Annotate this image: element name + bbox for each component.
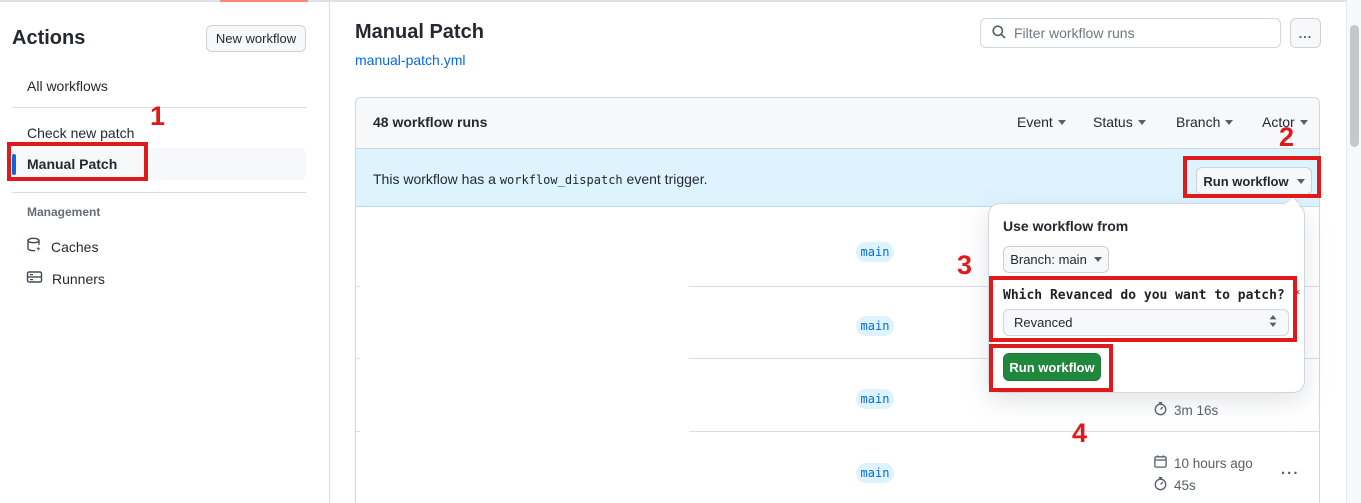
sidebar-divider bbox=[12, 192, 306, 193]
branch-badge[interactable]: main bbox=[856, 463, 894, 483]
revanced-select[interactable]: Revanced bbox=[1003, 309, 1289, 336]
run-options-kebab-button[interactable]: ... bbox=[1281, 461, 1300, 478]
run-duration: 45s bbox=[1153, 476, 1196, 494]
chevron-down-icon bbox=[1137, 119, 1146, 125]
window-top-border bbox=[0, 0, 1361, 2]
run-workflow-submit-button[interactable]: Run workflow bbox=[1003, 353, 1101, 381]
vertical-scrollbar-thumb[interactable] bbox=[1350, 25, 1359, 147]
sidebar-item-caches[interactable]: Caches bbox=[26, 237, 98, 256]
chevron-down-icon bbox=[1296, 178, 1305, 184]
chevron-down-icon bbox=[1225, 119, 1234, 125]
row-divider bbox=[356, 286, 360, 287]
up-down-chevrons-icon bbox=[1268, 314, 1278, 331]
annotation-number-2: 2 bbox=[1279, 122, 1295, 152]
status-filter-dropdown[interactable]: Status bbox=[1093, 114, 1146, 130]
sidebar-item-runners[interactable]: Runners bbox=[26, 269, 105, 288]
chevron-down-icon bbox=[1057, 119, 1066, 125]
calendar-icon bbox=[1153, 454, 1168, 472]
branch-select-button[interactable]: Branch: main bbox=[1003, 246, 1109, 273]
sidebar-divider bbox=[12, 107, 306, 108]
branch-badge[interactable]: main bbox=[856, 242, 894, 262]
run-workflow-dropdown-button[interactable]: Run workflow bbox=[1196, 167, 1312, 195]
runs-list-header: 48 workflow runs Event Status Branch Act… bbox=[356, 98, 1319, 149]
sidebar-item-all-workflows[interactable]: All workflows bbox=[27, 78, 108, 94]
annotation-number-4: 4 bbox=[1072, 418, 1088, 448]
stopwatch-icon bbox=[1153, 476, 1168, 494]
sidebar-item-check-new-patch[interactable]: Check new patch bbox=[27, 125, 135, 141]
row-divider bbox=[356, 358, 360, 359]
use-workflow-from-heading: Use workflow from bbox=[1003, 218, 1129, 234]
row-divider bbox=[356, 431, 360, 432]
annotation-number-3: 3 bbox=[957, 250, 973, 280]
stopwatch-icon bbox=[1153, 401, 1168, 419]
filter-input[interactable] bbox=[1014, 25, 1270, 41]
sidebar-item-manual-patch-label: Manual Patch bbox=[27, 156, 118, 172]
run-duration: 3m 16s bbox=[1153, 401, 1218, 419]
workflow-input-label: Which Revanced do you want to patch? * bbox=[1003, 288, 1301, 303]
workflow-more-options-button[interactable]: ... bbox=[1290, 18, 1321, 48]
search-icon bbox=[991, 24, 1007, 43]
chevron-down-icon bbox=[1299, 119, 1308, 125]
chevron-down-icon bbox=[1093, 257, 1102, 262]
required-asterisk: * bbox=[1292, 288, 1301, 303]
row-divider bbox=[689, 431, 1319, 432]
banner-text: This workflow has a workflow_dispatch ev… bbox=[373, 171, 708, 187]
page-title: Manual Patch bbox=[355, 21, 484, 43]
branch-filter-dropdown[interactable]: Branch bbox=[1176, 114, 1234, 130]
workflow-dispatch-banner: This workflow has a workflow_dispatch ev… bbox=[356, 149, 1319, 207]
sidebar-item-caches-label: Caches bbox=[51, 238, 99, 255]
management-heading: Management bbox=[27, 205, 101, 219]
branch-badge[interactable]: main bbox=[856, 316, 894, 336]
annotation-number-1: 1 bbox=[150, 101, 166, 131]
actor-filter-dropdown[interactable]: Actor bbox=[1262, 114, 1308, 130]
run-time: 10 hours ago bbox=[1153, 454, 1253, 472]
event-filter-dropdown[interactable]: Event bbox=[1017, 114, 1066, 130]
filter-workflow-runs-searchbox[interactable] bbox=[980, 18, 1281, 48]
vertical-scrollbar-track[interactable] bbox=[1346, 0, 1361, 503]
tab-progress-bar bbox=[220, 0, 308, 3]
cache-icon bbox=[26, 237, 42, 256]
selected-indicator-bar bbox=[12, 154, 16, 175]
workflow-file-link[interactable]: manual-patch.yml bbox=[355, 52, 466, 68]
branch-badge[interactable]: main bbox=[856, 389, 894, 409]
sidebar-item-manual-patch[interactable] bbox=[10, 148, 306, 180]
actions-sidebar: Actions New workflow All workflows Check… bbox=[0, 2, 330, 503]
run-workflow-popover: Use workflow from Branch: main Which Rev… bbox=[988, 203, 1305, 393]
sidebar-title: Actions bbox=[12, 27, 86, 49]
sidebar-item-runners-label: Runners bbox=[52, 270, 105, 287]
workflow-dispatch-code: workflow_dispatch bbox=[499, 173, 623, 187]
runners-icon bbox=[26, 269, 43, 288]
new-workflow-button[interactable]: New workflow bbox=[206, 25, 306, 52]
workflow-runs-count: 48 workflow runs bbox=[373, 114, 488, 130]
